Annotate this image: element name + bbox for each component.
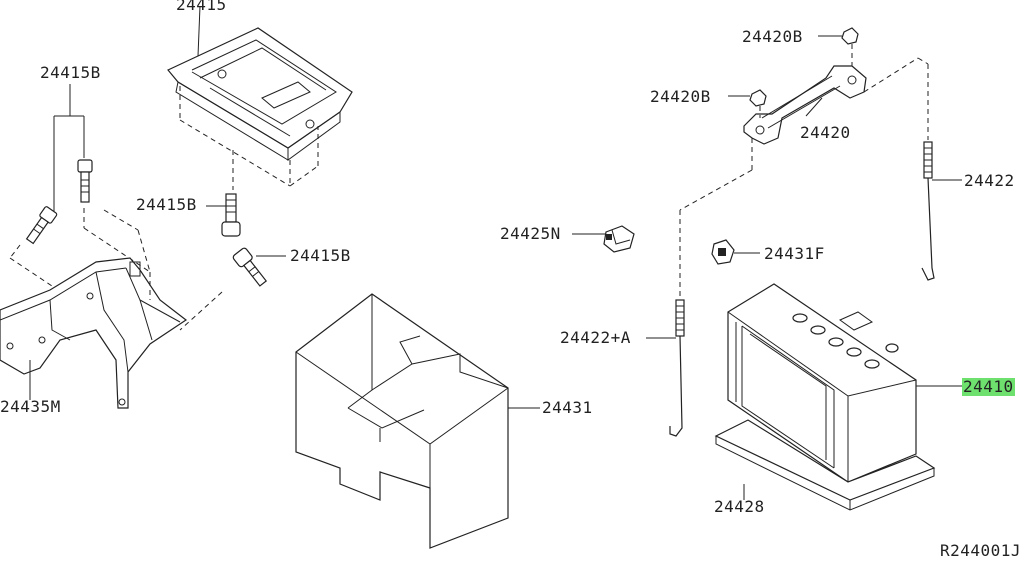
battery-caps [792, 311, 899, 369]
battery-tray-24415 [167, 5, 353, 190]
battery-24410 [727, 283, 962, 483]
label-24420b-top: 24420B [742, 27, 803, 46]
bolt-24415b-right [179, 247, 286, 331]
bracket-24435m [0, 209, 188, 409]
label-24422a: 24422+A [560, 328, 631, 347]
diagram-reference: R244001J [940, 541, 1022, 560]
rod-24422a [646, 299, 685, 437]
label-24415b-right: 24415B [290, 246, 351, 265]
label-24420: 24420 [800, 123, 851, 142]
clip-24425n [572, 225, 635, 253]
battery-cover-24431 [295, 293, 540, 549]
label-24431: 24431 [542, 398, 593, 417]
label-24415b-mid: 24415B [136, 195, 197, 214]
hold-down-bracket-24420 [679, 27, 929, 300]
bolts-24415b-left [9, 84, 151, 287]
label-24415b-top: 24415B [40, 63, 101, 82]
label-24420b-left: 24420B [650, 87, 711, 106]
bolt-24415b-mid [206, 193, 241, 237]
label-24410: 24410 [962, 377, 1015, 396]
label-24428: 24428 [714, 497, 765, 516]
battery-pad-24428 [714, 419, 936, 511]
clip-24431f [711, 239, 760, 265]
label-24422: 24422 [964, 171, 1015, 190]
label-24415: 24415 [176, 0, 227, 14]
label-24435m: 24435M [0, 397, 61, 416]
rod-24422 [921, 141, 962, 281]
label-24425n: 24425N [500, 224, 561, 243]
label-24431f: 24431F [764, 244, 825, 263]
